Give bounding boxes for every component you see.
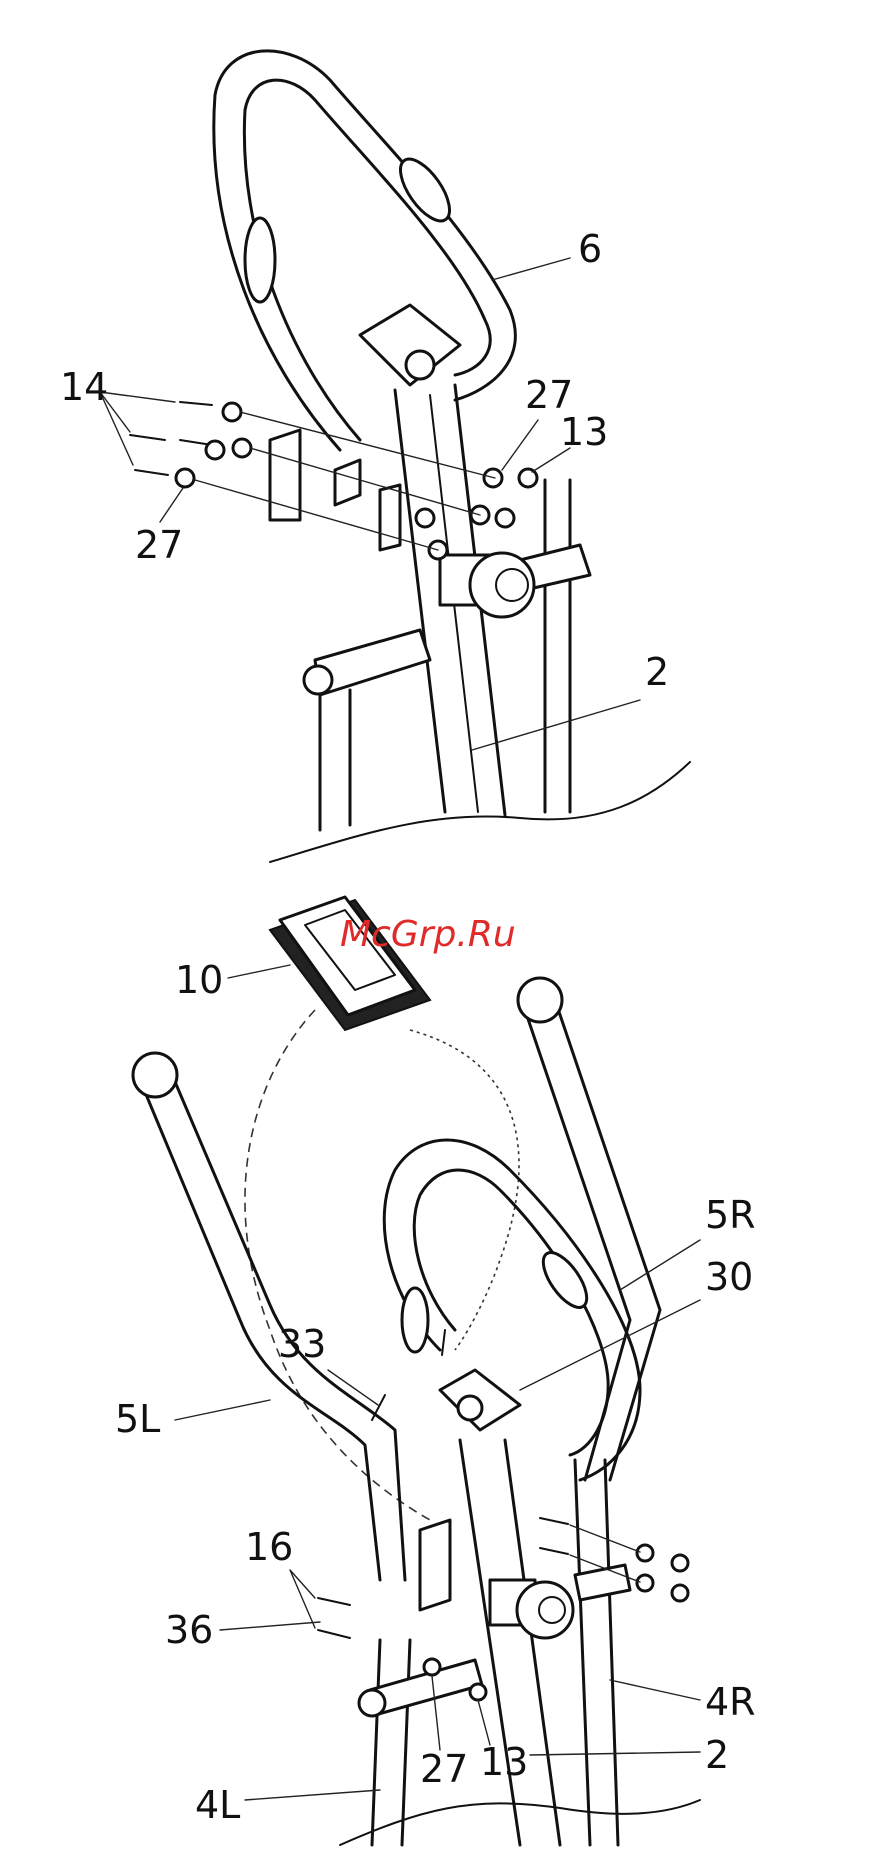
handlebar-bracket-2 (335, 460, 360, 505)
plate-hole (406, 351, 434, 379)
label-part-4L: 4L (195, 1783, 240, 1827)
ground-line-top (270, 762, 690, 862)
washer (223, 403, 241, 421)
rear-tube-4R (575, 1460, 618, 1845)
grip-sensor-left (245, 218, 275, 302)
label-part-13: 13 (560, 410, 608, 454)
label-part-27-lower: 27 (135, 523, 183, 567)
leader-13 (478, 1700, 490, 1745)
label-part-14: 14 (60, 365, 108, 409)
leader-2 (472, 700, 640, 750)
handlebar-loop-inner (244, 80, 490, 440)
washer (176, 469, 194, 487)
grip-sensor-bottom-left (402, 1288, 428, 1352)
post-bracket (380, 485, 400, 550)
washer (206, 441, 224, 459)
bolt (318, 1630, 350, 1638)
washer (233, 439, 251, 457)
washer (637, 1545, 653, 1561)
label-part-4R: 4R (705, 1680, 756, 1724)
washer (496, 509, 514, 527)
bolts-14 (130, 402, 212, 475)
side-handle-bottom-right (575, 1565, 630, 1600)
label-part-6: 6 (578, 227, 602, 271)
front-tube-left (320, 690, 350, 830)
washer (424, 1659, 440, 1675)
bolt (180, 402, 212, 405)
arm-bracket (420, 1520, 450, 1610)
grip-sensor-bottom-right (535, 1246, 595, 1314)
watermark: McGrp.Ru (340, 914, 516, 955)
label-part-36: 36 (165, 1608, 213, 1652)
grip-sensor-right (391, 151, 459, 228)
leader-27b (160, 488, 183, 522)
leader-4L (245, 1790, 380, 1800)
leader-5L (175, 1400, 270, 1420)
bottom-figure: 10 5R 30 33 5L 16 36 4R 27 13 2 4L (115, 897, 756, 1845)
arm-5R-outer (525, 1010, 630, 1480)
side-handle-bottom-left-cap (359, 1690, 385, 1716)
leader-27a (502, 420, 538, 470)
bolt (540, 1548, 568, 1554)
screw-33 (442, 1330, 445, 1355)
alignment-line (570, 1525, 640, 1552)
label-part-27: 27 (420, 1747, 468, 1791)
washer (672, 1585, 688, 1601)
front-tube-4L (372, 1640, 410, 1845)
bolt (135, 470, 168, 475)
washer (416, 509, 434, 527)
label-part-10: 10 (175, 958, 223, 1002)
label-part-5R: 5R (705, 1193, 756, 1237)
tension-knob (470, 553, 534, 617)
top-figure: 6 14 27 13 27 2 (60, 51, 690, 862)
leader-6 (492, 258, 570, 280)
washer (637, 1575, 653, 1591)
washer (672, 1555, 688, 1571)
label-part-5L: 5L (115, 1397, 160, 1441)
leader-14 (100, 392, 175, 465)
arm-5L-cap (133, 1053, 177, 1097)
washers-27-left (176, 403, 251, 487)
arm-5R-cap (518, 978, 562, 1022)
label-part-2: 2 (705, 1733, 729, 1777)
label-part-30: 30 (705, 1255, 753, 1299)
leader-10 (228, 965, 290, 978)
washer (470, 1684, 486, 1700)
leader-5R (620, 1240, 700, 1290)
bolt (318, 1598, 350, 1605)
arm-5L-outer (140, 1080, 380, 1580)
mounting-plate-hole (458, 1396, 482, 1420)
label-part-33: 33 (278, 1322, 326, 1366)
washer (519, 469, 537, 487)
alignment-line (195, 480, 438, 550)
rear-tube-right (545, 480, 570, 812)
bolt (130, 435, 165, 440)
leader-16 (290, 1570, 315, 1628)
leader-30 (520, 1300, 700, 1390)
leader-36 (220, 1622, 320, 1630)
main-post-bottom (460, 1440, 560, 1845)
console-cable-left (245, 1010, 430, 1520)
leader-4R (610, 1680, 700, 1700)
label-part-2: 2 (645, 650, 669, 694)
label-part-13: 13 (480, 1740, 528, 1784)
label-part-16: 16 (245, 1525, 293, 1569)
bolt (540, 1518, 568, 1524)
side-handle-cap-left (304, 666, 332, 694)
